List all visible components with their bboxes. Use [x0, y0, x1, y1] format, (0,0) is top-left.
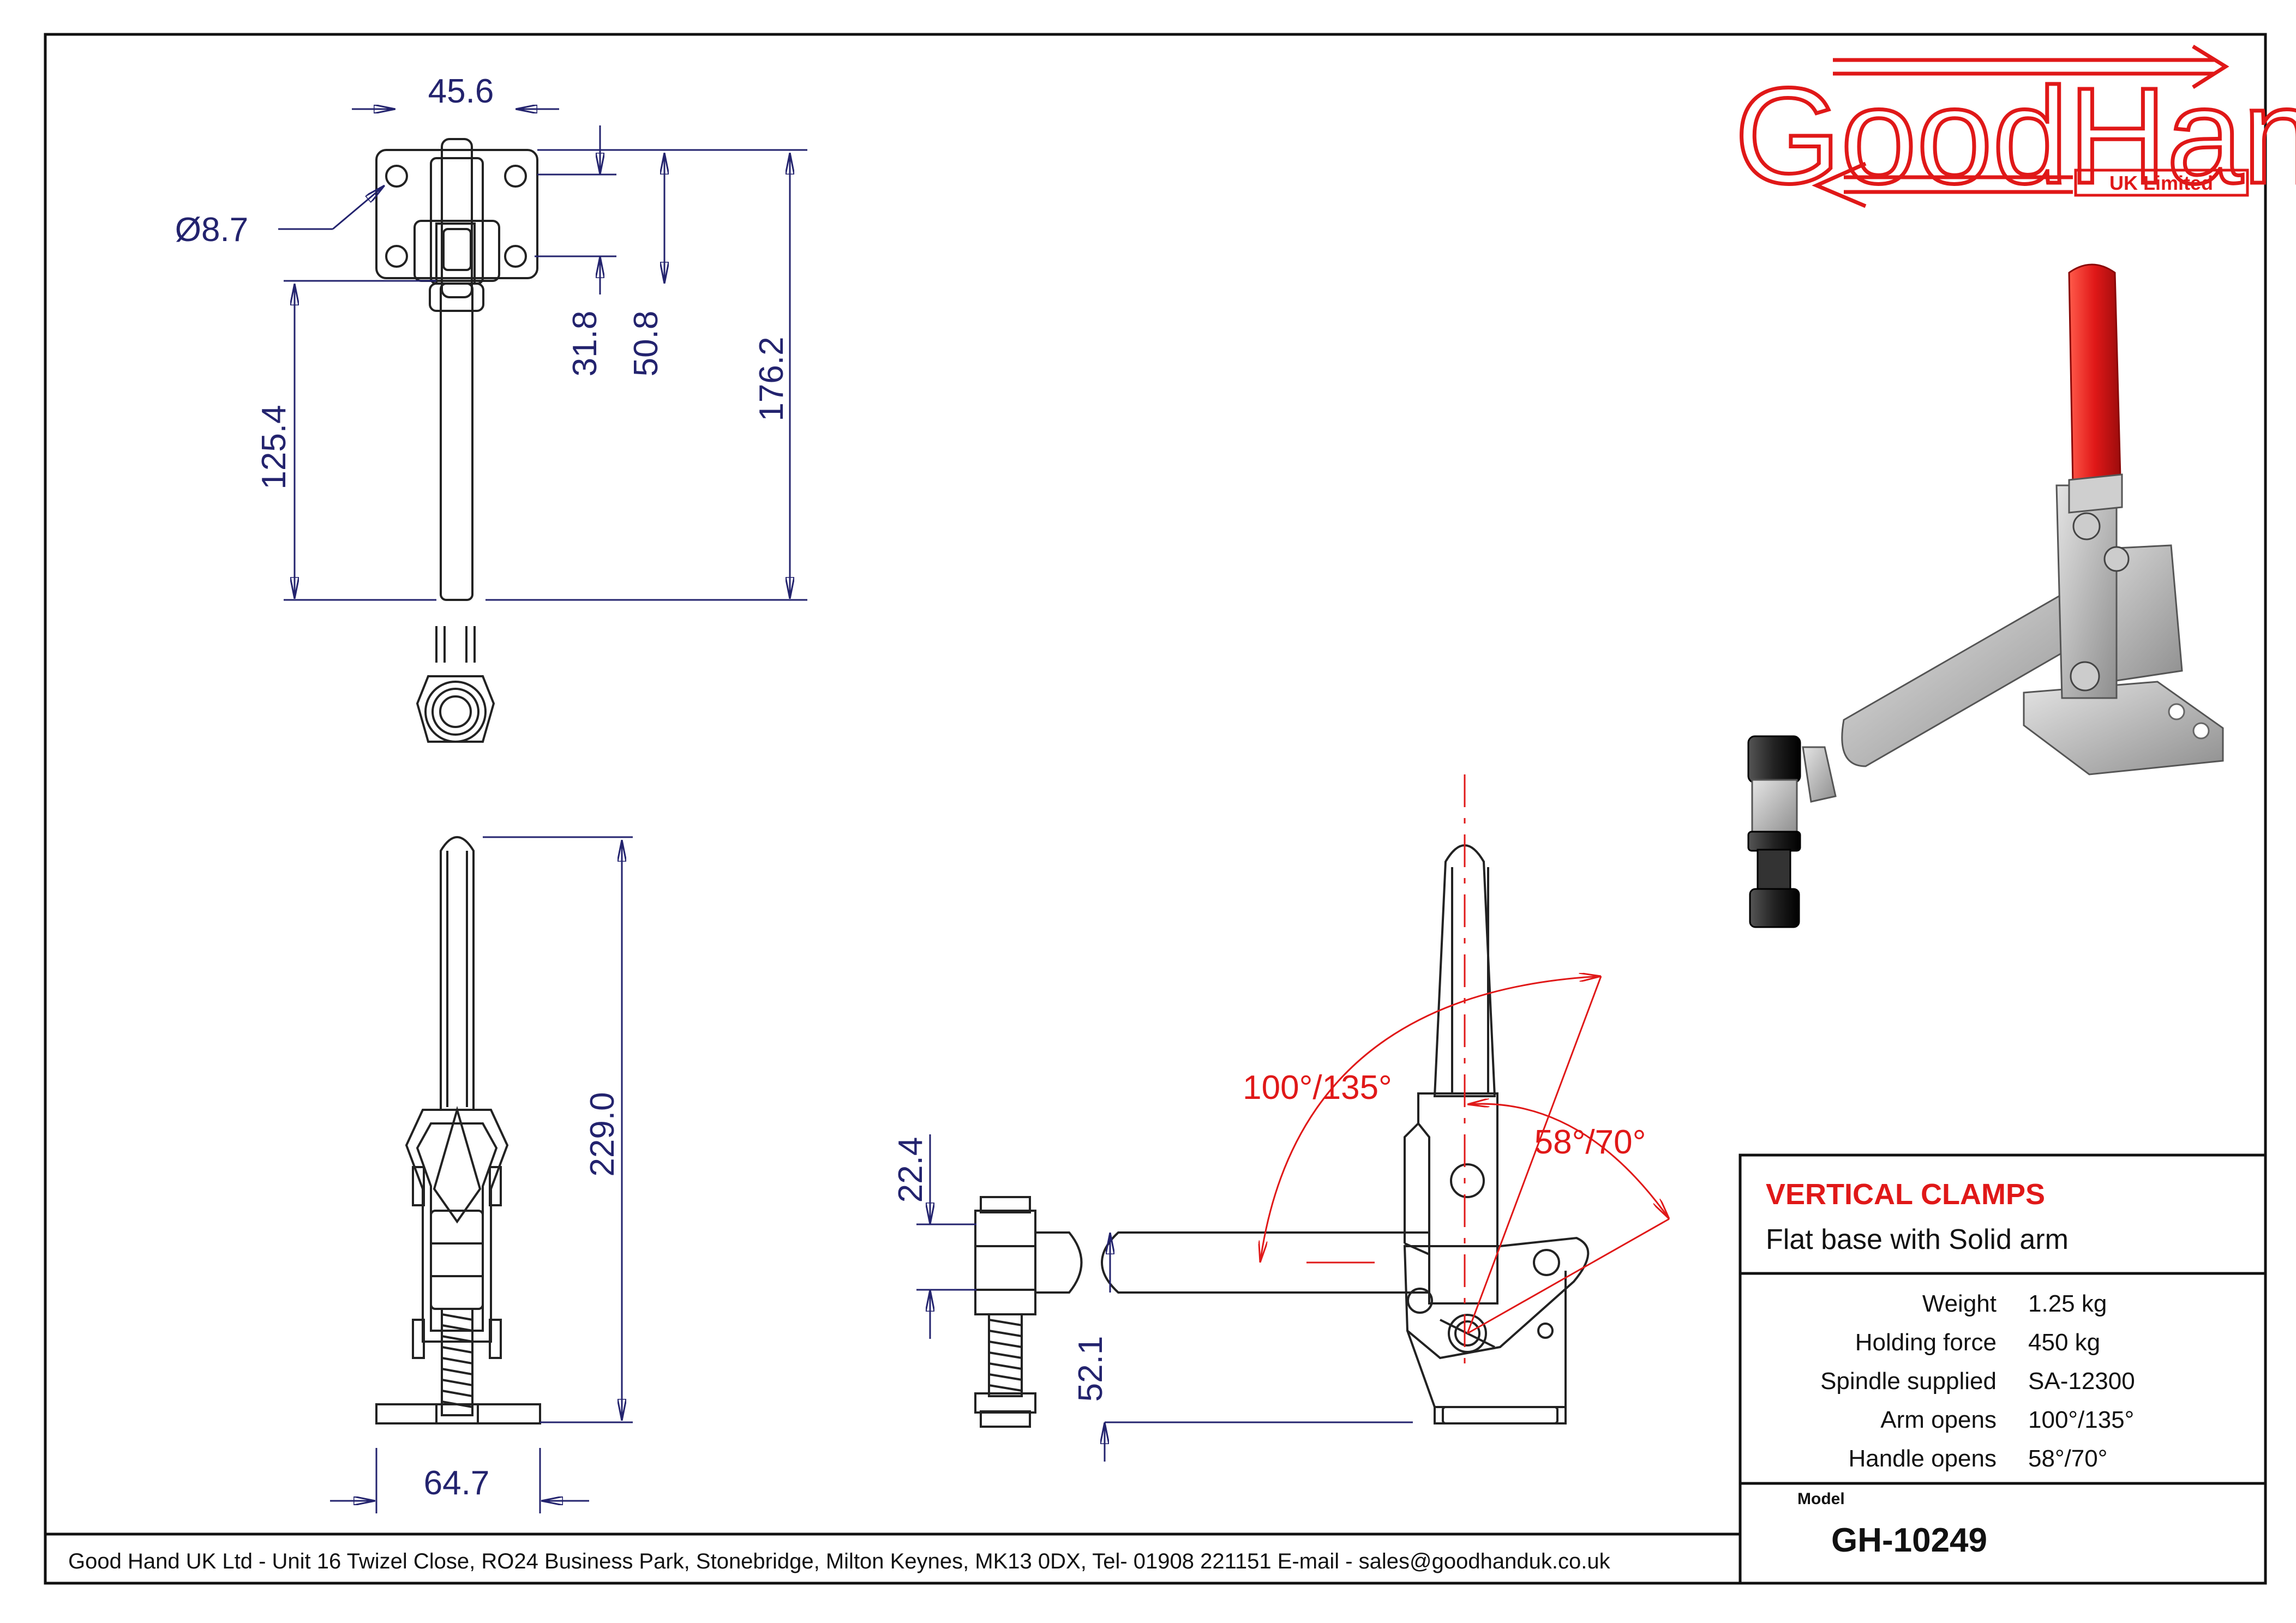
- front-view-drawing: [375, 836, 541, 1424]
- dim-50-8: 50.8: [627, 311, 665, 377]
- side-view-construction: [1260, 774, 1669, 1374]
- spec-label: Weight: [1922, 1290, 1997, 1317]
- dim-125-4: 125.4: [255, 405, 293, 489]
- title-block: [1739, 1153, 2267, 1585]
- model-number: GH-10249: [1831, 1522, 1987, 1559]
- clamp-3d-illustration: [1747, 263, 2224, 928]
- dim-176-2: 176.2: [753, 336, 790, 421]
- dim-31-8: 31.8: [566, 311, 604, 377]
- model-label: Model: [1797, 1490, 1845, 1508]
- side-view-dimensions: [916, 1134, 1413, 1462]
- dim-64-7: 64.7: [424, 1464, 490, 1502]
- svg-text:UK Limited: UK Limited: [2109, 172, 2213, 194]
- top-view-drawing: [375, 138, 538, 743]
- title-block-category: VERTICAL CLAMPS: [1766, 1178, 2045, 1211]
- title-block-description: Flat base with Solid arm: [1766, 1224, 2069, 1255]
- spec-label: Holding force: [1855, 1329, 1997, 1356]
- dim-hole-diameter: Ø8.7: [175, 211, 248, 249]
- dim-22-4: 22.4: [892, 1137, 930, 1203]
- angle-arm-opens: 100°/135°: [1243, 1069, 1392, 1107]
- front-view-dimensions: [330, 836, 633, 1513]
- spec-label: Handle opens: [1848, 1445, 1997, 1472]
- dim-52-1: 52.1: [1072, 1336, 1110, 1402]
- spec-label: Arm opens: [1880, 1406, 1997, 1433]
- company-footer: Good Hand UK Ltd - Unit 16 Twizel Close,…: [68, 1549, 1611, 1573]
- dim-45-6: 45.6: [428, 73, 494, 110]
- spec-table: Weight 1.25 kg Holding force 450 kg Spin…: [1820, 1290, 2135, 1472]
- dim-229-0: 229.0: [584, 1092, 621, 1176]
- spec-value: 58°/70°: [2028, 1445, 2107, 1472]
- sheet-border: [44, 33, 2267, 1585]
- spec-value: 450 kg: [2028, 1329, 2100, 1356]
- spec-value: SA-12300: [2028, 1368, 2135, 1394]
- spec-label: Spindle supplied: [1820, 1368, 1997, 1394]
- side-view-drawing: [974, 844, 1590, 1428]
- angle-handle-opens: 58°/70°: [1534, 1123, 1646, 1161]
- top-view-dimensions: [278, 109, 807, 601]
- spec-value: 1.25 kg: [2028, 1290, 2107, 1317]
- spec-value: 100°/135°: [2028, 1406, 2134, 1433]
